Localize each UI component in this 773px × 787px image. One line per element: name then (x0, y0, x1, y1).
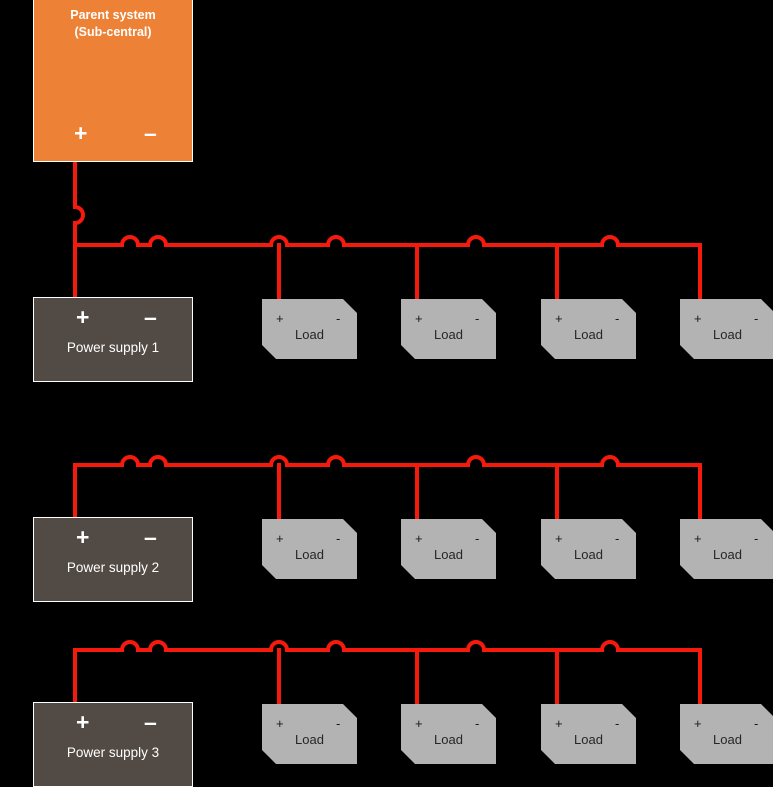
psu-minus-terminal: – (144, 524, 157, 550)
bus-row-1 (73, 235, 702, 247)
load-minus-terminal: - (336, 311, 341, 326)
psu-minus-terminal: – (144, 304, 157, 330)
load-minus-terminal: - (475, 531, 480, 546)
load-minus-terminal: - (615, 311, 620, 326)
load-label: Load (713, 327, 742, 342)
load-plus-terminal: + (694, 311, 702, 326)
bus-row-3 (73, 640, 702, 652)
load-label: Load (295, 547, 324, 562)
power-supply-block[interactable]: + – Power supply 3 (33, 702, 193, 787)
load-block[interactable]: + -Load (541, 519, 636, 579)
load-block[interactable]: + -Load (541, 299, 636, 359)
bus-row-2 (73, 455, 702, 467)
load-label: Load (295, 732, 324, 747)
load-minus-terminal: - (754, 531, 759, 546)
load-minus-terminal: - (336, 531, 341, 546)
parent-system-title: Parent system (Sub-central) (70, 8, 156, 39)
psu-minus-terminal: – (144, 709, 157, 735)
load-block[interactable]: + -Load (680, 704, 773, 764)
psu-plus-terminal: + (76, 524, 90, 550)
load-label: Load (295, 327, 324, 342)
load-block[interactable]: + -Load (262, 299, 357, 359)
power-supply-label: Power supply 2 (66, 560, 160, 575)
psu-plus-terminal: + (76, 304, 90, 330)
load-minus-terminal: - (754, 716, 759, 731)
load-label: Load (713, 732, 742, 747)
load-plus-terminal: + (276, 531, 284, 546)
load-minus-terminal: - (475, 716, 480, 731)
load-label: Load (434, 327, 463, 342)
load-minus-terminal: - (615, 716, 620, 731)
load-block[interactable]: + -Load (401, 519, 496, 579)
load-block[interactable]: + -Load (262, 704, 357, 764)
load-plus-terminal: + (694, 531, 702, 546)
parent-feed-wire (73, 160, 85, 247)
load-plus-terminal: + (555, 716, 563, 731)
load-minus-terminal: - (754, 311, 759, 326)
load-label: Load (574, 732, 603, 747)
load-label: Load (434, 547, 463, 562)
load-label: Load (713, 547, 742, 562)
parent-plus-terminal: + (74, 120, 88, 146)
load-label: Load (574, 327, 603, 342)
load-block[interactable]: + -Load (262, 519, 357, 579)
load-block[interactable]: + -Load (401, 704, 496, 764)
load-block[interactable]: + -Load (680, 519, 773, 579)
power-supply-label: Power supply 3 (66, 745, 160, 760)
load-block[interactable]: + -Load (680, 299, 773, 359)
load-plus-terminal: + (694, 716, 702, 731)
load-plus-terminal: + (276, 716, 284, 731)
load-plus-terminal: + (415, 311, 423, 326)
load-plus-terminal: + (555, 531, 563, 546)
load-plus-terminal: + (555, 311, 563, 326)
load-plus-terminal: + (276, 311, 284, 326)
load-label: Load (574, 547, 603, 562)
psu-plus-terminal: + (76, 709, 90, 735)
parent-system-block[interactable]: Parent system (Sub-central) + – (33, 0, 193, 162)
load-minus-terminal: - (475, 311, 480, 326)
power-supply-label: Power supply 1 (66, 340, 160, 355)
load-block[interactable]: + -Load (401, 299, 496, 359)
load-minus-terminal: - (615, 531, 620, 546)
load-plus-terminal: + (415, 716, 423, 731)
power-supply-block[interactable]: + – Power supply 1 (33, 297, 193, 382)
load-plus-terminal: + (415, 531, 423, 546)
parent-minus-terminal: – (144, 120, 157, 146)
power-supply-block[interactable]: + – Power supply 2 (33, 517, 193, 602)
load-label: Load (434, 732, 463, 747)
load-minus-terminal: - (336, 716, 341, 731)
load-block[interactable]: + -Load (541, 704, 636, 764)
